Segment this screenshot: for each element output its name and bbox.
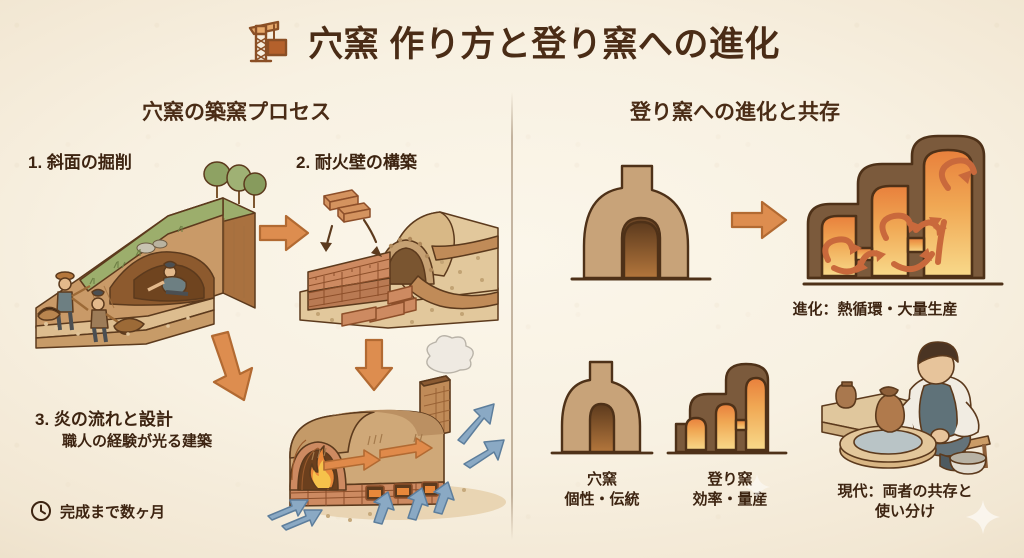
comparison-sub-noborigama: 効率・量産 [692,490,768,508]
step-2-label: 2. 耐火壁の構築 [296,153,417,172]
hillside-excavation-illustration [35,161,267,349]
comparison-sub-anagama: 個性・伝統 [564,490,640,508]
arrow-step1-to-step2 [258,214,310,252]
section-heading-right: 登り窯への進化と共存 [630,101,840,124]
modern-caption-line1: 現代：両者の共存と [837,483,973,500]
noborigama-kiln-small-silhouette [666,362,788,455]
step-1-label: 1. 斜面の掘削 [28,153,132,172]
anagama-kiln-small-silhouette [550,360,654,455]
step-3-sublabel: 職人の経験が光る建築 [62,433,213,450]
noborigama-heat-flow-illustration [802,134,1004,286]
brick-wall-illustration [299,189,499,329]
comparison-title-noborigama: 登り窯 [707,471,753,488]
arrow-anagama-to-noborigama [730,200,788,240]
potter-at-wheel-illustration [821,341,991,475]
crane-icon [248,20,288,63]
poster-header: 穴窯 作り方と登り窯への進化 [0,12,1024,70]
comparison-label-anagama: 穴窯 個性・伝統 [548,470,656,510]
arrow-step2-to-step3 [354,338,394,392]
step-3-label: 3. 炎の流れと設計 [35,410,173,429]
evolution-caption: 進化：熱循環・大量生産 [792,301,958,318]
anagama-kiln-silhouette [570,164,712,281]
vertical-divider [511,92,513,540]
page-title: 穴窯 作り方と登り窯への進化 [308,24,780,64]
comparison-title-anagama: 穴窯 [586,471,617,488]
comparison-label-noborigama: 登り窯 効率・量産 [668,470,792,510]
arrow-step1-to-step3 [210,330,254,402]
section-heading-left: 穴窯の築窯プロセス [142,101,331,124]
kiln-firing-illustration [267,335,506,531]
completion-time-text: 完成まで数ヶ月 [60,503,166,521]
modern-caption-line2: 使い分け [874,502,935,520]
left-panel-footer: 完成まで数ヶ月 [30,500,165,522]
sparkle-icon-small [744,474,770,500]
clock-icon [31,501,51,521]
sparkle-icon [966,500,1000,534]
modern-caption: 現代：両者の共存と 使い分け [800,482,1010,522]
